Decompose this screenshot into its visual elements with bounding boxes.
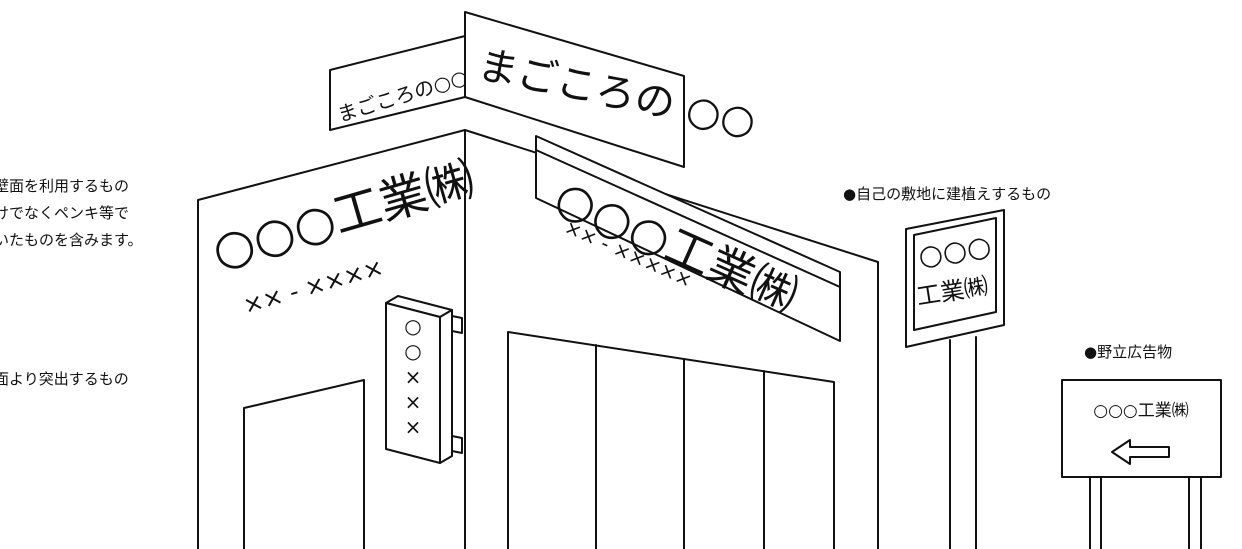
wall-sign-front: ○○○工業㈱ ×× - ×××××	[535, 135, 841, 342]
front-entrance	[507, 331, 835, 549]
wall-sign-company: ○○○工業㈱	[206, 151, 481, 279]
projecting-char-1: ○	[404, 314, 421, 338]
projecting-sign: ○ ○ × × ×	[385, 295, 463, 464]
side-doorway	[243, 379, 365, 549]
own-site-caption: ●自己の敷地に建植えするもの	[843, 185, 1051, 203]
pole-sign: ○○○ 工業㈱	[905, 209, 1005, 549]
wall-caption-line-2: けでなくペンキ等で	[0, 204, 129, 222]
projecting-char-4: ×	[405, 390, 422, 414]
wall-sign-side: ○○○工業㈱ ×× - ××××	[206, 151, 481, 319]
projecting-char-2: ○	[404, 339, 421, 363]
arrow-left-icon	[1111, 439, 1170, 465]
projecting-char-5: ×	[405, 415, 422, 439]
building-front-face	[464, 129, 879, 549]
roof-sign-side: まごころの○○	[329, 35, 470, 131]
wall-caption-line-3: いたものを含みます。	[0, 231, 143, 249]
projecting-char-3: ×	[405, 365, 422, 389]
billboard: ○○○工業㈱	[1061, 379, 1222, 549]
freestanding-caption: ●野立広告物	[1084, 343, 1172, 361]
wall-caption-line-1: 壁面を利用するもの	[0, 177, 129, 195]
projecting-caption: 面より突出するもの	[0, 370, 129, 388]
building-side-face	[197, 129, 466, 549]
billboard-text: ○○○工業㈱	[1093, 401, 1189, 421]
